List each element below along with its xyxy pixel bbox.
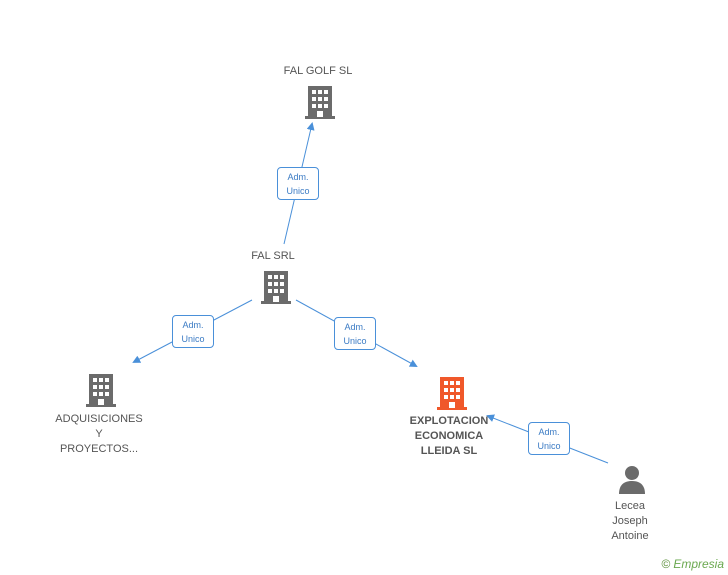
edge-badge-lecea-to-explot[interactable]: Adm. Unico <box>528 422 570 455</box>
edge-badge-line1: Adm. <box>287 172 309 182</box>
node-label-lecea[interactable]: Lecea Joseph Antoine <box>611 500 649 542</box>
edge-badge-line2: Unico <box>343 336 367 346</box>
person-icon[interactable] <box>617 464 647 494</box>
edge-badge-line1: Adm. <box>182 320 204 330</box>
edge-badge-srl-to-adq[interactable]: Adm. Unico <box>172 315 214 348</box>
node-label-adquisiciones[interactable]: ADQUISICIONES Y PROYECTOS... <box>55 413 143 455</box>
node-label-explotacion[interactable]: EXPLOTACION ECONOMICA LLEIDA SL <box>409 415 489 457</box>
building-icon[interactable] <box>86 373 116 407</box>
edge-badge-line1: Adm. <box>538 427 560 437</box>
brand-watermark: ©Empresia <box>661 557 724 571</box>
copyright-icon: © <box>661 557 671 571</box>
edge-badge-srl-to-golf[interactable]: Adm. Unico <box>277 167 319 200</box>
brand-name: Empresia <box>673 557 724 571</box>
edge-badge-line2: Unico <box>286 186 310 196</box>
node-label-fal-golf[interactable]: FAL GOLF SL <box>283 65 353 77</box>
edge-badge-line2: Unico <box>181 334 205 344</box>
node-label-fal-srl[interactable]: FAL SRL <box>251 250 295 262</box>
building-icon[interactable] <box>261 270 291 304</box>
edge-badge-line1: Adm. <box>344 322 366 332</box>
building-focus-icon[interactable] <box>437 376 467 410</box>
edge-badge-line2: Unico <box>537 441 561 451</box>
building-icon[interactable] <box>305 85 335 119</box>
edge-badge-srl-to-explot[interactable]: Adm. Unico <box>334 317 376 350</box>
